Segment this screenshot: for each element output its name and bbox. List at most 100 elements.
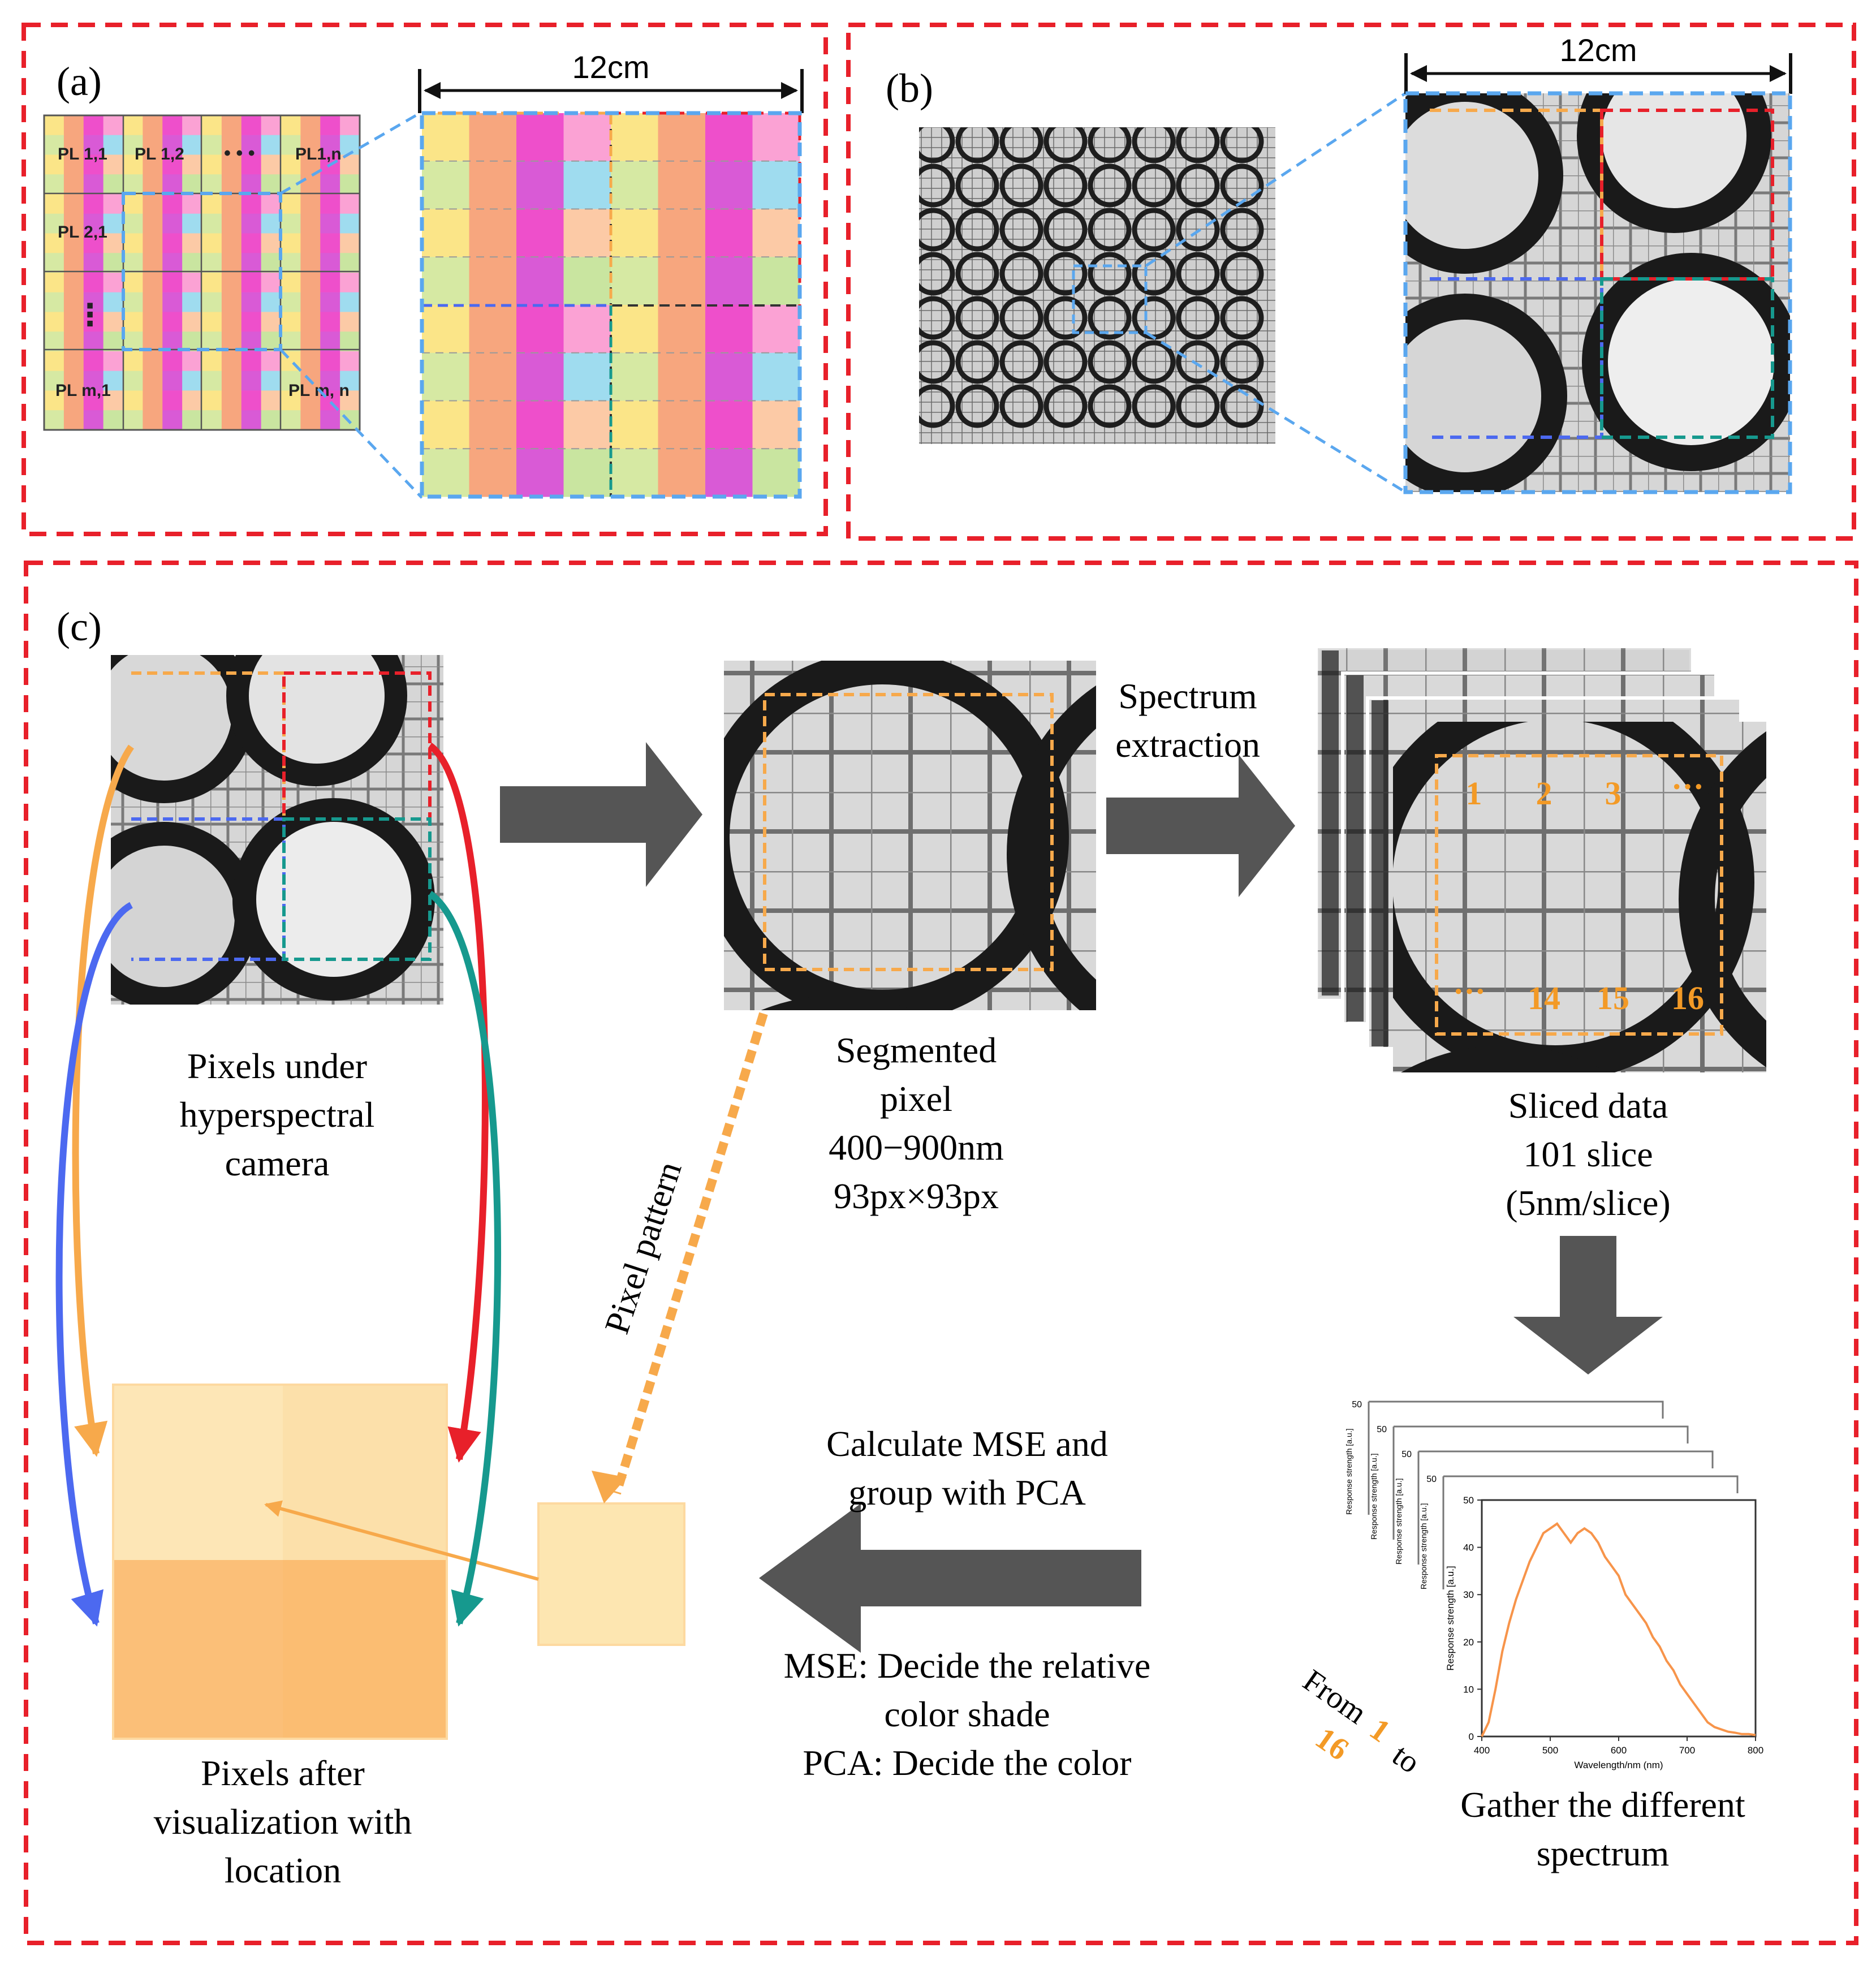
panel-b-label: (b) — [886, 66, 933, 111]
sliced-line3: (5nm/slice) — [1506, 1183, 1670, 1223]
segmented-line3: 400−900nm — [829, 1127, 1004, 1167]
visualized-pixels — [112, 1384, 448, 1740]
back-chart-ylabel: Response strength [a.u.] — [1344, 1428, 1353, 1515]
mse-line1: MSE: Decide the relative — [784, 1645, 1151, 1686]
calc-line2: group with PCA — [848, 1472, 1086, 1512]
y-tick-label: 40 — [1463, 1542, 1474, 1553]
segmented-line4: 93px×93px — [834, 1176, 999, 1216]
y-tick-label: 20 — [1463, 1637, 1474, 1648]
ring-zoomed-quadrants — [1403, 91, 1792, 494]
curve-arrow-blue — [55, 902, 133, 1627]
mse-line2: color shade — [884, 1694, 1050, 1734]
zoom-line-b-top — [1145, 92, 1407, 268]
hyperspectral-pixels-image — [111, 655, 443, 1005]
spectrum-extraction-line1: Spectrum — [1118, 676, 1257, 716]
back-chart-tick: 50 — [1352, 1400, 1362, 1410]
hyperspectral-pixels-quadrants — [131, 671, 432, 961]
pl-zoomed-pattern — [420, 111, 802, 499]
pl-cell-2-1: PL 2,1 — [58, 223, 107, 242]
zoom-line-a-bottom — [279, 348, 423, 499]
panel-c-label: (c) — [57, 604, 102, 649]
back-chart-tick: 50 — [1377, 1425, 1387, 1434]
back-chart-tick: 50 — [1426, 1475, 1437, 1484]
x-tick-label: 500 — [1542, 1745, 1558, 1756]
slice-number-16: 16 — [1671, 980, 1704, 1016]
ring-zoom-box — [1072, 264, 1148, 334]
scale-label-a: 12cm — [572, 49, 650, 85]
y-tick-label: 0 — [1469, 1731, 1474, 1742]
back-chart-tick: 50 — [1401, 1450, 1412, 1459]
to-word: to — [1386, 1738, 1426, 1781]
pl-cell-m-1: PL m,1 — [55, 381, 111, 400]
panel-b-border — [846, 23, 1856, 541]
pixels-under-camera-line2: hyperspectral — [180, 1094, 375, 1135]
slice-number-ellipsis-top: ··· — [1671, 768, 1704, 805]
x-tick-label: 800 — [1748, 1745, 1763, 1756]
pixel-pattern-arrow — [612, 1012, 768, 1495]
arrow-to-sliced — [1106, 755, 1295, 897]
pl-grid — [43, 114, 361, 431]
pl-cell-1-1: PL 1,1 — [58, 145, 107, 163]
curve-arrow-teal — [428, 891, 502, 1627]
from-number-1: 1 — [1364, 1712, 1396, 1749]
mse-line3: PCA: Decide the color — [803, 1743, 1131, 1783]
scale-label-b: 12cm — [1560, 32, 1637, 68]
pl-zoom-box — [122, 192, 282, 351]
gather-line1: Gather the different — [1460, 1785, 1745, 1825]
after-vis-line1: Pixels after — [201, 1753, 365, 1793]
panel-a-border — [21, 23, 828, 536]
panel-c-border — [24, 561, 1858, 1945]
pattern-to-location-arrow — [264, 1500, 539, 1581]
slice-number-14: 14 — [1528, 980, 1560, 1016]
calc-line1: Calculate MSE and — [826, 1424, 1108, 1464]
arrow-to-segmented — [500, 742, 702, 887]
pl-cell-1-n: PL1,n — [295, 145, 342, 163]
arrow-to-spectra — [1513, 1236, 1663, 1374]
y-tick-label: 50 — [1463, 1495, 1474, 1506]
slice-number-15: 15 — [1597, 980, 1629, 1016]
zoom-line-a-top — [279, 110, 423, 195]
spectrum-line — [1481, 1522, 1756, 1737]
y-axis-label: Response strength [a.u.] — [1445, 1566, 1456, 1670]
from-word: From — [1297, 1663, 1373, 1731]
arrow-to-pattern — [759, 1503, 1141, 1653]
pl-cell-1-2: PL 1,2 — [135, 145, 184, 163]
y-tick-label: 10 — [1463, 1684, 1474, 1695]
x-tick-label: 600 — [1611, 1745, 1627, 1756]
slice-number-ellipsis-bottom: ··· — [1453, 973, 1486, 1010]
slice-number-2: 2 — [1536, 775, 1552, 812]
back-chart-ylabel: Response strength [a.u.] — [1369, 1453, 1378, 1540]
gather-line2: spectrum — [1537, 1833, 1670, 1873]
after-vis-line2: visualization with — [154, 1802, 412, 1842]
segmented-line2: pixel — [880, 1079, 952, 1119]
y-tick-label: 30 — [1463, 1589, 1474, 1600]
segmented-line1: Segmented — [836, 1030, 997, 1070]
panel-a-label: (a) — [57, 59, 102, 104]
sliced-line1: Sliced data — [1508, 1085, 1668, 1126]
pixel-pattern-swatch — [537, 1502, 685, 1646]
ring-array-image — [919, 127, 1275, 444]
pl-cell-ellipsis: • • • — [224, 143, 255, 164]
ring-zoomed-image — [1405, 93, 1790, 492]
back-chart-ylabel: Response strength [a.u.] — [1394, 1478, 1403, 1565]
sliced-line2: 101 slice — [1523, 1134, 1653, 1174]
pixels-under-camera-line1: Pixels under — [187, 1046, 367, 1086]
segmented-pixel-box — [763, 693, 1054, 971]
slice-number-3: 3 — [1605, 775, 1621, 812]
x-axis-label: Wavelength/nm (nm) — [1574, 1760, 1663, 1770]
curve-arrow-orange — [72, 744, 134, 1457]
x-tick-label: 700 — [1679, 1745, 1695, 1756]
x-tick-label: 400 — [1474, 1745, 1490, 1756]
back-chart-ylabel: Response strength [a.u.] — [1419, 1503, 1428, 1589]
slice-number-1: 1 — [1466, 775, 1482, 812]
after-vis-line3: location — [225, 1850, 341, 1890]
pl-cell-vdots: ⋮ — [75, 298, 105, 332]
front-chart-frame — [1481, 1499, 1757, 1738]
pixels-under-camera-line3: camera — [225, 1143, 330, 1183]
